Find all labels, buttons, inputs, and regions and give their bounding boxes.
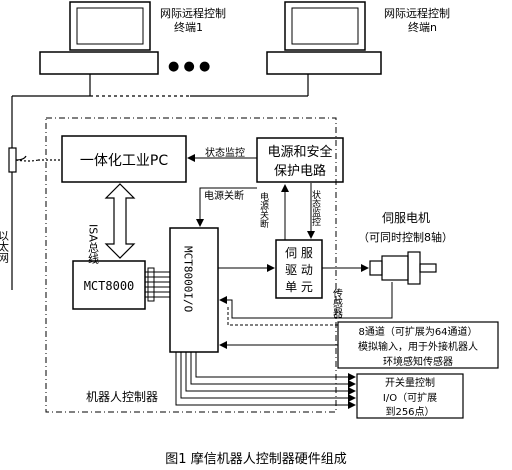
ethernet-bus: [8, 74, 309, 290]
power-off-link: [196, 187, 257, 227]
power-off-vertical-label: 电源关断: [258, 191, 269, 229]
ethernet-label: 以太网: [0, 230, 10, 264]
servo-motor-subtitle: （可同时控制8轴）: [358, 230, 453, 244]
analog-input-line2: 模拟输入，用于外接机器人: [358, 340, 478, 353]
power-off-top-label: 电源关断: [204, 189, 244, 202]
controller-boundary: [45, 117, 337, 413]
servo-drive-line1: 伺 服: [285, 246, 313, 260]
mct8000-box: [72, 260, 146, 310]
analog-input-line1: 8通道（可扩展为64通道）: [358, 325, 477, 338]
switch-io-line1: 开关量控制: [385, 376, 435, 389]
power-safety-line1: 电源和安全: [267, 144, 332, 160]
sensor-feedback-link: [219, 282, 393, 319]
terminal-1: [39, 1, 159, 75]
controller-label: 机器人控制器: [86, 390, 158, 404]
analog-input-links: [219, 306, 338, 349]
sensor-label: 传感器: [331, 288, 343, 319]
mct8000-io-box: [169, 227, 219, 353]
switch-io-links: [175, 352, 356, 409]
servo-drive-box: [275, 239, 323, 299]
analog-input-line3: 环境感知传感器: [383, 355, 453, 368]
switch-io-line2: I/O（可扩展: [383, 391, 437, 404]
servo-drive-line3: 单 元: [285, 280, 313, 294]
mct8000-io-label: MCT8000I/O: [182, 246, 195, 312]
isa-bus-arrow: [104, 183, 136, 259]
servo-motor-title: 伺服电机: [382, 211, 430, 225]
terminal-1-title: 网际远程控制: [160, 6, 226, 20]
industrial-pc-box: [61, 135, 187, 183]
switch-io-box: [356, 373, 464, 419]
industrial-pc-label: 一体化工业PC: [80, 153, 168, 169]
isa-bus-label: ISA总线: [87, 224, 100, 264]
servo-drive-line2: 驱 动: [285, 263, 313, 277]
terminal-n-id: 终端n: [408, 20, 437, 34]
power-safety-line2: 保护电路: [274, 163, 326, 179]
power-safety-box: [256, 137, 344, 183]
status-monitor-vertical-label: 状态监控: [310, 189, 321, 227]
ribbon-cable: [145, 267, 170, 302]
figure-caption: 图1 摩信机器人控制器硬件组成: [165, 452, 347, 467]
terminal-n: [266, 1, 382, 75]
switch-io-line3: 到256点）: [385, 406, 434, 418]
terminal-1-id: 终端1: [174, 20, 203, 34]
terminal-n-title: 网际远程控制: [384, 6, 450, 20]
ellipsis-dots: ● ● ●: [168, 59, 210, 74]
servo-motor-icon: [369, 251, 437, 285]
status-monitor-top-label: 状态监控: [205, 146, 245, 159]
mct8000-label: MCT8000: [84, 279, 135, 293]
